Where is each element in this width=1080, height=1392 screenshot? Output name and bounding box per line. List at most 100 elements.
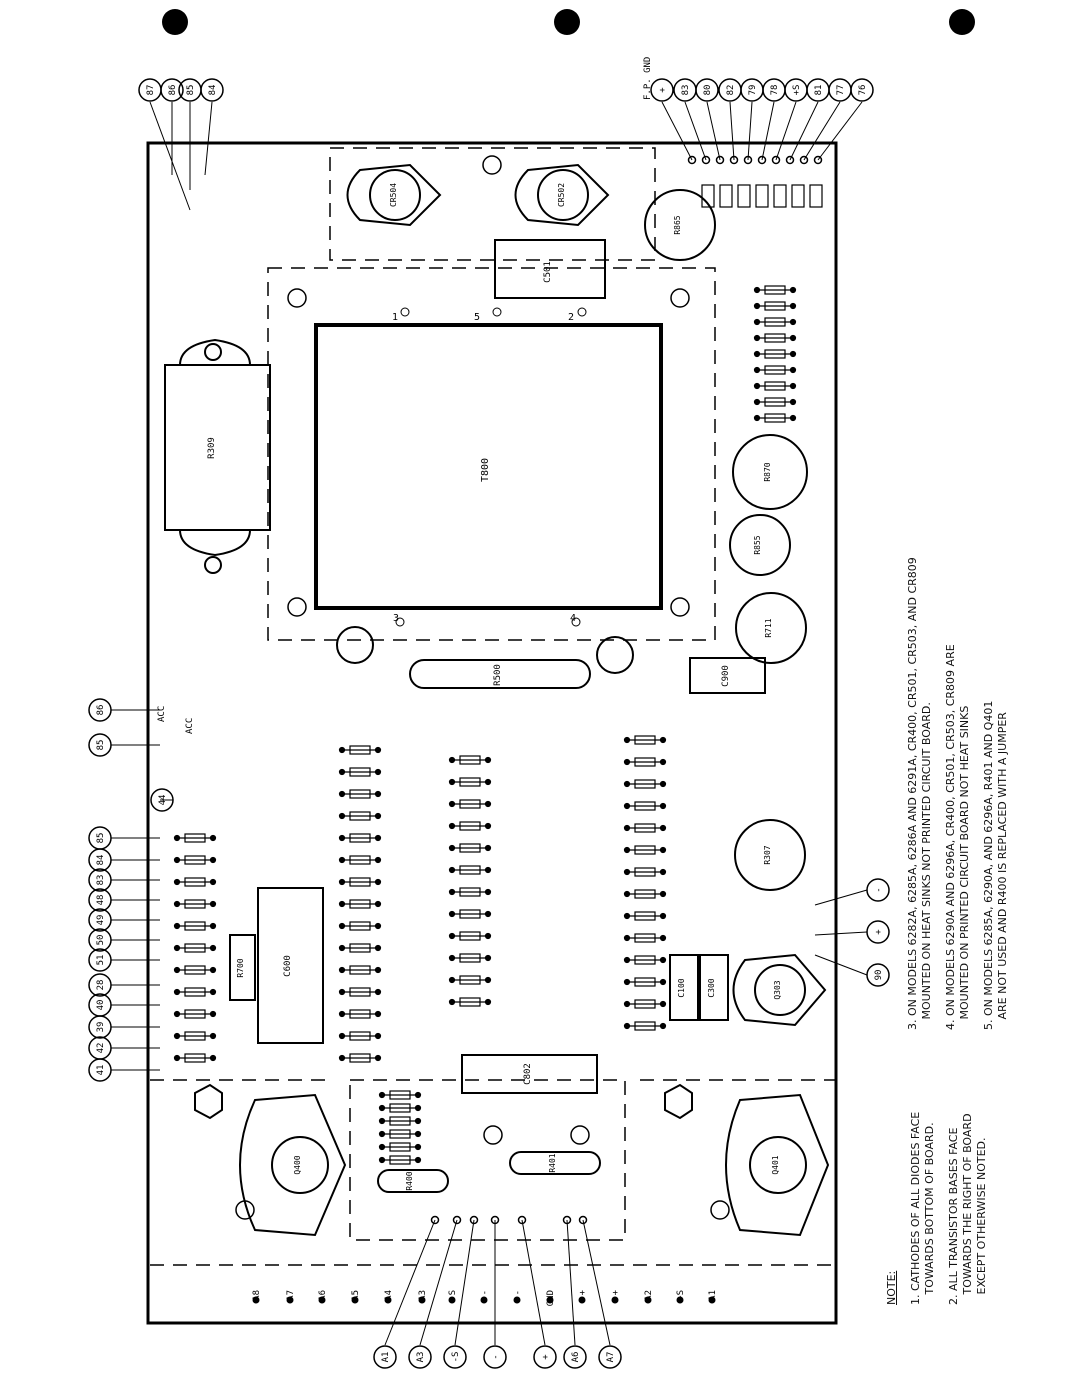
c100-outline (669, 954, 699, 1021)
lead-label: 4 (570, 613, 576, 624)
callout-bubble: 49 (88, 908, 112, 932)
callout-bubble: 39 (88, 1015, 112, 1039)
svg-text:A6: A6 (571, 1352, 581, 1363)
notes-block: NOTE: 1. CATHODES OF ALL DIODES FACE TOW… (885, 1112, 999, 1305)
callout-bubble: 86 (160, 78, 184, 102)
terminal-pad: A3 (418, 1290, 428, 1304)
svg-text:A7: A7 (606, 1352, 616, 1363)
heatsink-regions (150, 147, 835, 1266)
callout-bubble: 90 (866, 963, 890, 987)
callout-bubble: 80 (695, 78, 719, 102)
punch-hole (554, 9, 580, 35)
svg-text:84: 84 (96, 855, 106, 866)
callout-bubble: 48 (88, 888, 112, 912)
transformer-label: T800 (480, 458, 491, 482)
callout-bubble: 79 (740, 78, 764, 102)
callout-bubble: 78 (762, 78, 786, 102)
callout-bubble: 85 (88, 733, 112, 757)
top-callouts: 87 86 85 84 (138, 78, 224, 211)
terminal-pad: + (578, 1289, 588, 1304)
svg-text:+: + (611, 1289, 621, 1295)
svg-text:48: 48 (96, 895, 106, 906)
terminal-pad: A2 (644, 1290, 654, 1304)
r500-label: R500 (493, 664, 503, 686)
svg-text:49: 49 (96, 915, 106, 926)
fp-gnd-label: F.P. GND (643, 57, 653, 100)
notes-title: NOTE: (885, 1270, 898, 1305)
r865-label: R865 (673, 215, 682, 234)
callout-bubble: 50 (88, 928, 112, 952)
svg-text:87: 87 (146, 85, 156, 96)
svg-text:85: 85 (96, 833, 106, 844)
punch-hole (949, 9, 975, 35)
svg-text:84: 84 (208, 85, 218, 96)
r500-outline (409, 659, 591, 689)
note-item: 4. ON MODELS 6290A AND 6296A, CR400, CR5… (944, 644, 971, 1030)
r401-label: R401 (548, 1153, 557, 1172)
callout-bubble: A7 (598, 1345, 622, 1369)
svg-text:76: 76 (858, 85, 868, 96)
small-parts-field (173, 184, 823, 1165)
r700-label: R700 (236, 958, 245, 977)
callout-bubble: 85 (88, 826, 112, 850)
callout-bubble: - (866, 878, 890, 902)
callout-bubble: + (533, 1345, 557, 1369)
svg-text:50: 50 (96, 935, 106, 946)
r309-label: R309 (207, 437, 217, 459)
lead-label: 1 (392, 312, 398, 323)
r307-label: R307 (763, 845, 772, 864)
svg-text:86: 86 (168, 85, 178, 96)
callout-bubble: 28 (88, 973, 112, 997)
svg-text:85: 85 (186, 85, 196, 96)
svg-text:-S: -S (451, 1352, 461, 1363)
svg-text:81: 81 (814, 85, 824, 96)
terminal-pad: GND (546, 1290, 556, 1306)
acc-label: ACC (157, 706, 167, 722)
svg-text:40: 40 (96, 1000, 106, 1011)
svg-text:A2: A2 (644, 1290, 654, 1301)
callout-bubble: 83 (673, 78, 697, 102)
svg-text:A3: A3 (416, 1352, 426, 1363)
callout-bubble: + (650, 78, 674, 102)
c300-label: C300 (707, 978, 716, 997)
cr504-outline: CR504 (346, 163, 442, 227)
svg-text:82: 82 (726, 85, 736, 96)
svg-text:51: 51 (96, 955, 106, 966)
terminal-pad: A8 (252, 1290, 262, 1304)
note-item: 5. ON MODELS 6285A, 6290A, AND 6296A, R4… (982, 700, 1009, 1030)
svg-text:-S: -S (448, 1290, 458, 1301)
lead-label: 2 (568, 312, 574, 323)
cr503-diode (336, 626, 374, 664)
c802-label: C802 (523, 1063, 533, 1085)
svg-text:A4: A4 (384, 1290, 394, 1301)
c900-label: C900 (721, 665, 731, 687)
terminal-pad: A7 (286, 1290, 296, 1304)
svg-text:39: 39 (96, 1022, 106, 1033)
svg-text:86: 86 (96, 705, 106, 716)
r700-outline (229, 934, 256, 1001)
c600-label: C600 (283, 955, 293, 977)
svg-text:+: + (541, 1354, 551, 1360)
svg-text:A8: A8 (252, 1290, 262, 1301)
svg-text:-: - (491, 1354, 501, 1359)
lead-label: 5 (474, 312, 480, 323)
cr504-label: CR504 (389, 183, 398, 207)
r401-outline (509, 1151, 601, 1175)
svg-text:A6: A6 (318, 1290, 328, 1301)
c501-outline (494, 239, 606, 299)
r400-outline (377, 1169, 449, 1193)
callout-bubble: 41 (88, 1058, 112, 1082)
c900-outline (689, 657, 766, 694)
svg-text:42: 42 (96, 1043, 106, 1054)
svg-text:77: 77 (836, 85, 846, 96)
svg-text:83: 83 (681, 85, 691, 96)
terminal-pad: -S (448, 1290, 458, 1304)
notes-right-block: 3. ON MODELS 6282A, 6285A, 6286A AND 629… (906, 430, 1020, 1030)
c501-label: C501 (543, 261, 553, 283)
callout-bubble: 42 (88, 1036, 112, 1060)
svg-text:+S: +S (792, 85, 802, 96)
svg-text:-: - (480, 1290, 490, 1295)
round-resistors (644, 189, 808, 891)
